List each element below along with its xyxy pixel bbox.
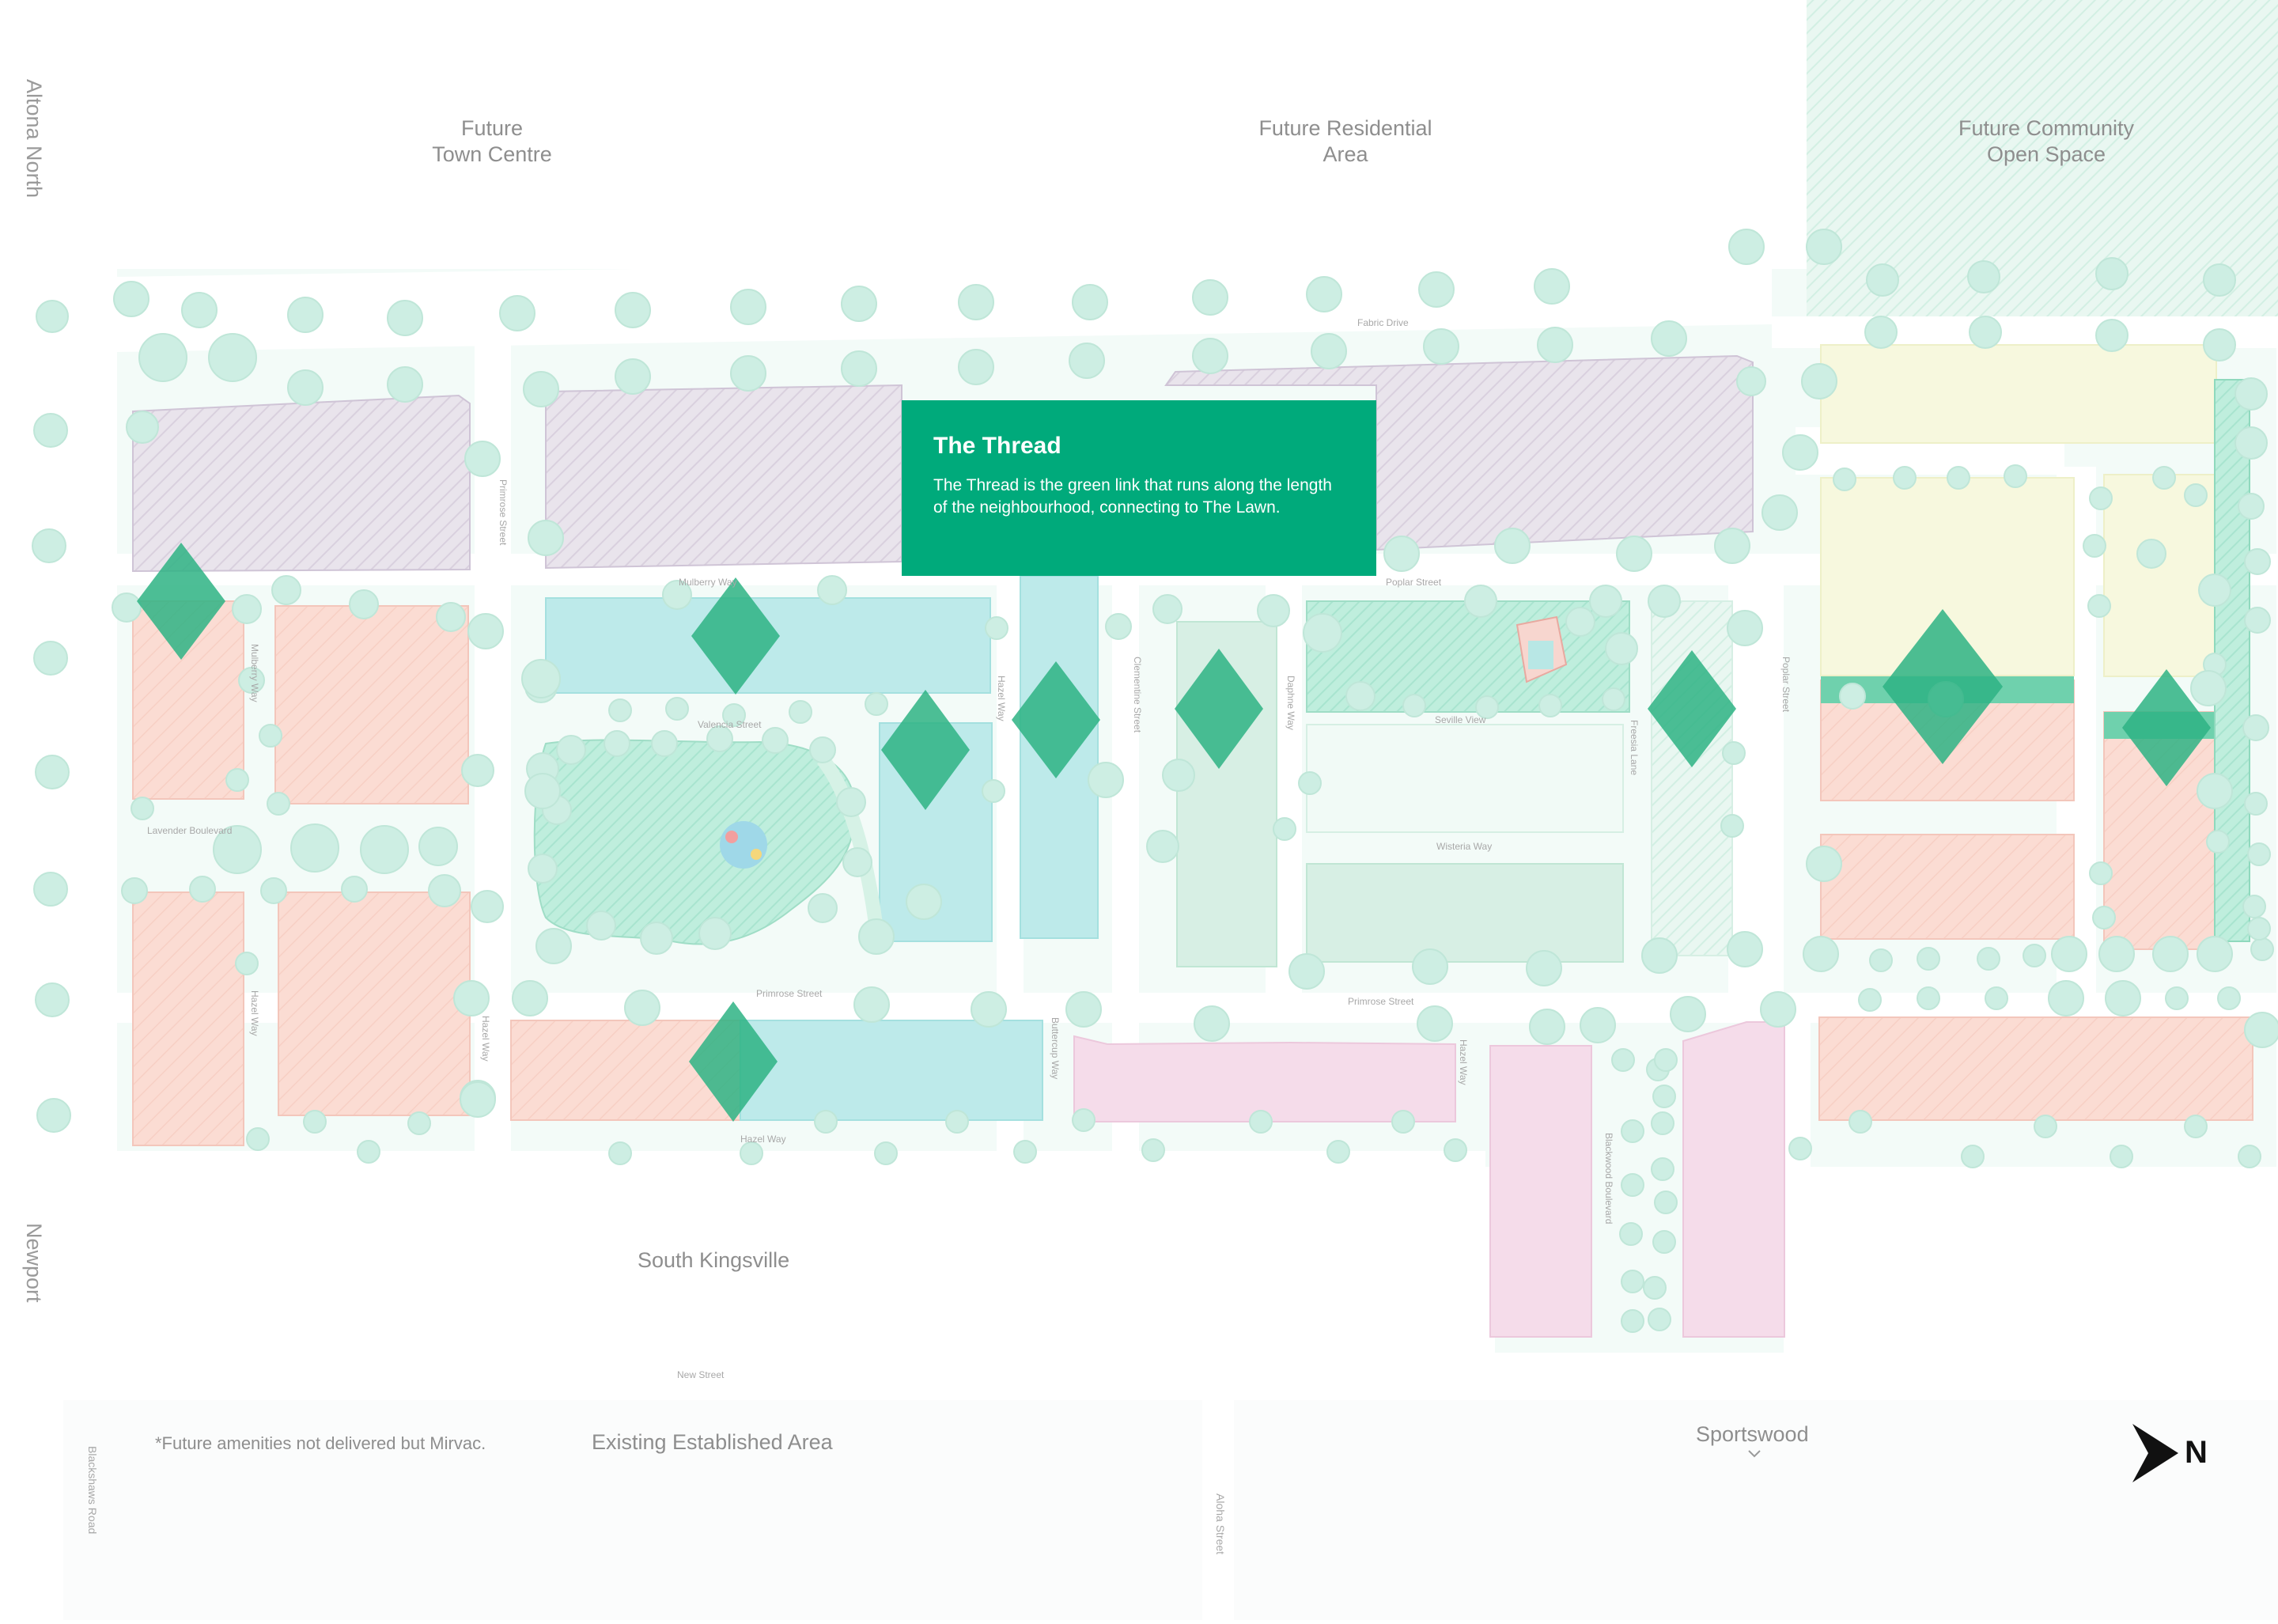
street-hazel-way-v1: Hazel Way [249, 990, 260, 1036]
street-lavender-boulevard: Lavender Boulevard [147, 825, 232, 836]
lots-mint [1176, 621, 1624, 967]
street-valencia-street: Valencia Street [698, 719, 762, 730]
lots-yellow-1 [1820, 344, 2217, 444]
footnote: *Future amenities not delivered but Mirv… [155, 1433, 486, 1453]
compass-label: N [2185, 1435, 2208, 1470]
street-mulberry-way-v2: Hazel Way [996, 676, 1007, 721]
north-arrow-icon [2132, 1424, 2178, 1482]
street-mulberry-way: Mulberry Way [679, 577, 737, 588]
street-aloha-street: Aloha Street [1214, 1493, 1227, 1554]
street-hazel-way-h: Hazel Way [740, 1134, 786, 1145]
the-lawn-park [533, 739, 884, 945]
street-wisteria-way: Wisteria Way [1436, 841, 1492, 852]
label-sportswood: Sportswood [1696, 1422, 1809, 1446]
diamond-marker-icon [881, 690, 970, 810]
street-hazel-way-v3: Hazel Way [1458, 1039, 1469, 1085]
diamond-marker-icon [137, 543, 225, 660]
precinct-east [1164, 354, 1754, 551]
diamond-marker-icon [1883, 609, 2003, 764]
street-labels: Fabric Drive Poplar Street Mulberry Way … [86, 317, 1792, 1554]
diamond-marker-icon [1648, 650, 1736, 767]
label-south-kingsville: South Kingsville [638, 1248, 790, 1272]
label-future-open-space: Future Community Open Space [1958, 116, 2135, 166]
lots-magenta [1073, 1021, 1785, 1338]
label-future-residential: Future Residential Area [1258, 116, 1432, 166]
street-clementine-street: Clementine Street [1132, 657, 1143, 733]
street-freesia-lane: Freesia Lane [1629, 720, 1640, 775]
street-poplar-street-v: Poplar Street [1780, 657, 1792, 713]
street-fabric-drive: Fabric Drive [1357, 317, 1409, 328]
street-blackwood-boulevard: Blackwood Boulevard [1603, 1133, 1614, 1224]
label-existing-area: Existing Established Area [592, 1430, 833, 1454]
street-poplar-street: Poplar Street [1386, 577, 1442, 588]
trees [32, 229, 2278, 1333]
label-future-town-centre: Future Town Centre [432, 116, 552, 166]
lots-cyan [545, 575, 1099, 1121]
precinct-centre [545, 384, 902, 570]
suburb-newport: Newport [22, 1223, 46, 1303]
street-primrose-street-h1: Primrose Street [756, 988, 823, 999]
street-blackshaws-road: Blackshaws Road [86, 1446, 99, 1534]
street-seville-view: Seville View [1435, 714, 1486, 725]
the-thread-callout: The Thread The Thread is the green link … [902, 400, 1376, 576]
thread-markers [137, 543, 2211, 1122]
diamond-marker-icon [691, 577, 780, 695]
callout-title: The Thread [933, 433, 1061, 459]
chevron-down-icon [1748, 1450, 1761, 1458]
street-buttercup-way: Buttercup Way [1050, 1017, 1061, 1079]
precinct-west [132, 394, 471, 573]
diamond-marker-icon [1012, 661, 1100, 778]
street-primrose-street-h2: Primrose Street [1348, 996, 1414, 1007]
suburb-altona-north: Altona North [22, 79, 46, 199]
diamond-marker-icon [1175, 649, 1263, 769]
diamond-marker-icon [689, 1001, 778, 1122]
street-daphne-way: Daphne Way [1285, 676, 1296, 730]
diamond-marker-icon [2122, 669, 2211, 786]
street-hazel-way-v2: Hazel Way [480, 1016, 491, 1062]
callout-body: The Thread is the green link that runs a… [933, 476, 1332, 517]
street-new-street: New Street [677, 1369, 725, 1380]
street-primrose-street-v: Primrose Street [498, 479, 509, 546]
street-mulberry-way-v: Mulberry Way [249, 644, 260, 702]
